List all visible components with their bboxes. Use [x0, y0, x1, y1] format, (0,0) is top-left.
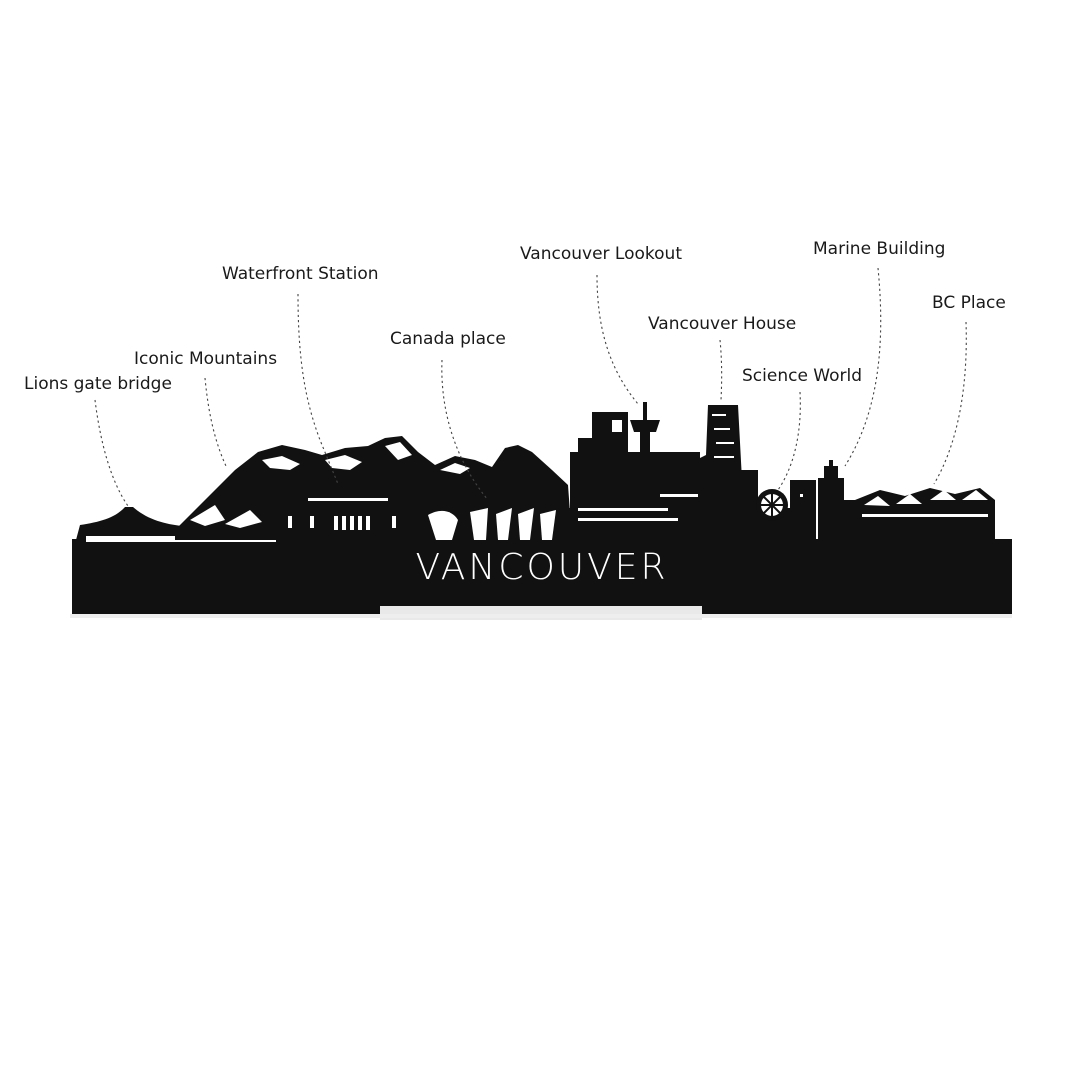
leader-iconic-mountains: [204, 377, 227, 467]
skyline-silhouette: [72, 402, 1012, 616]
callout-labels: Lions gate bridge Iconic Mountains Water…: [24, 239, 1006, 394]
leader-vancouver-lookout: [596, 274, 639, 405]
leader-lines: [94, 267, 967, 507]
leader-lions-gate-bridge: [94, 399, 129, 507]
callout-vancouver-house: Vancouver House: [648, 314, 796, 334]
leader-bc-place: [933, 321, 967, 485]
skyline-base-plate: [72, 539, 1012, 616]
downtown-cluster-shape: [570, 402, 700, 540]
leader-science-world: [777, 391, 801, 491]
bc-place-shape: [855, 488, 995, 540]
leader-waterfront-station: [297, 293, 339, 485]
waterfront-station-shape: [280, 493, 420, 540]
leader-canada-place: [441, 359, 489, 501]
stand-shadow: [70, 614, 1012, 618]
callout-lions-gate-bridge: Lions gate bridge: [24, 374, 172, 394]
leader-marine-building: [844, 267, 882, 467]
canada-place-shape: [420, 508, 572, 540]
leader-vancouver-house: [719, 339, 723, 401]
callout-waterfront-station: Waterfront Station: [222, 264, 379, 284]
callout-iconic-mountains: Iconic Mountains: [134, 349, 277, 369]
callout-vancouver-lookout: Vancouver Lookout: [520, 244, 682, 264]
skyline-title: VANCOUVER: [415, 547, 668, 588]
marine-building-shape: [818, 460, 859, 540]
callout-science-world: Science World: [742, 366, 862, 386]
callout-marine-building: Marine Building: [813, 239, 945, 259]
vancouver-house-shape: [700, 405, 758, 540]
callout-bc-place: BC Place: [932, 293, 1006, 313]
callout-canada-place: Canada place: [390, 329, 506, 349]
science-world-shape: [752, 480, 816, 540]
